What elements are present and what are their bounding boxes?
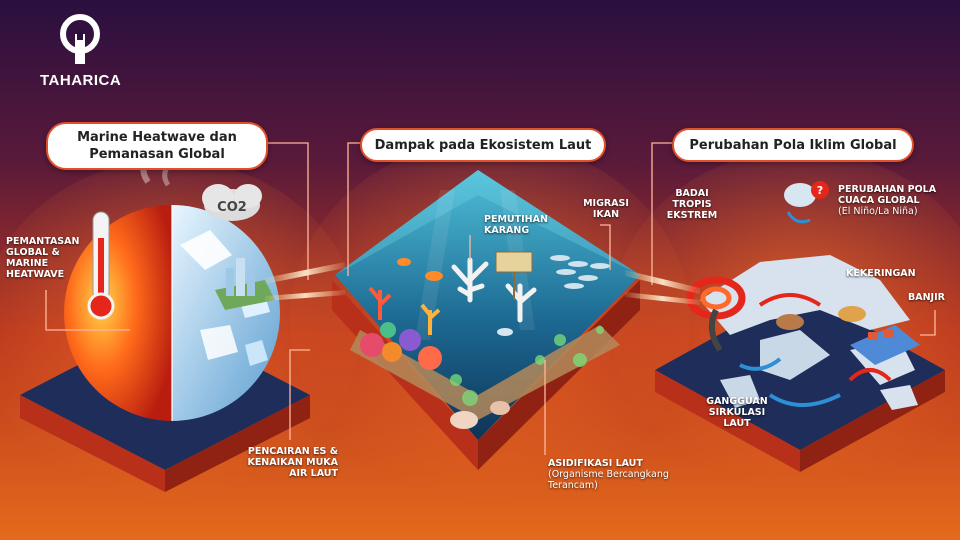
- section-title-heatwave: Marine Heatwave dan Pemanasan Global: [46, 122, 268, 170]
- label-ice-melt: PENCAIRAN ES & KENAIKAN MUKA AIR LAUT: [247, 446, 338, 479]
- svg-text:?: ?: [817, 184, 823, 197]
- bleached-coral: [451, 251, 537, 323]
- shell-icon: [450, 411, 478, 429]
- connector-lines: [45, 142, 936, 455]
- section-title-climate: Perubahan Pola Iklim Global: [672, 128, 914, 162]
- section-title-heatwave-line1: Marine Heatwave dan: [77, 130, 237, 145]
- co2-cloud-icon: CO2: [202, 184, 262, 221]
- tropical-storm-icon: [686, 276, 746, 352]
- ocean-circulation-arrows: [739, 293, 892, 407]
- label-storm: BADAI TROPIS EKSTREM: [666, 188, 718, 221]
- brand-logo: TAHARICA: [40, 14, 122, 89]
- brand-name: TAHARICA: [40, 72, 122, 89]
- ocean-water: [335, 170, 640, 440]
- section-title-heatwave-line2: Pemanasan Global: [89, 147, 225, 162]
- brand-mark-icon: [60, 14, 100, 64]
- label-flood: BANJIR: [908, 292, 945, 303]
- label-bleaching: PEMUTIHAN KARANG: [484, 214, 548, 236]
- label-acidification: ASIDIFIKASI LAUT (Organisme Bercangkang …: [548, 458, 669, 491]
- light-beams: [265, 262, 700, 305]
- label-weather: PERUBAHAN POLA CUACA GLOBAL (El Niño/La …: [838, 184, 937, 217]
- drought-icon: [776, 306, 866, 330]
- co2-label: CO2: [217, 200, 247, 215]
- fish-school: [397, 255, 610, 336]
- section-title-ecosystem: Dampak pada Ekosistem Laut: [360, 128, 606, 162]
- earth-globe: [64, 128, 280, 421]
- coral-reef: [360, 286, 442, 370]
- acid-bubbles: [450, 326, 604, 429]
- weather-change-icon: ?: [784, 181, 829, 224]
- label-drought: KEKERINGAN: [846, 268, 916, 279]
- label-heatwave: PEMANTASAN GLOBAL & MARINE HEATWAVE: [6, 236, 80, 280]
- thermometer-icon: [87, 211, 115, 320]
- label-circulation: GANGGUAN SIRKULASI LAUT: [706, 396, 768, 429]
- flood-icon: [850, 325, 920, 365]
- bleaching-sign: [495, 251, 533, 273]
- label-migration: MIGRASI IKAN: [583, 198, 629, 220]
